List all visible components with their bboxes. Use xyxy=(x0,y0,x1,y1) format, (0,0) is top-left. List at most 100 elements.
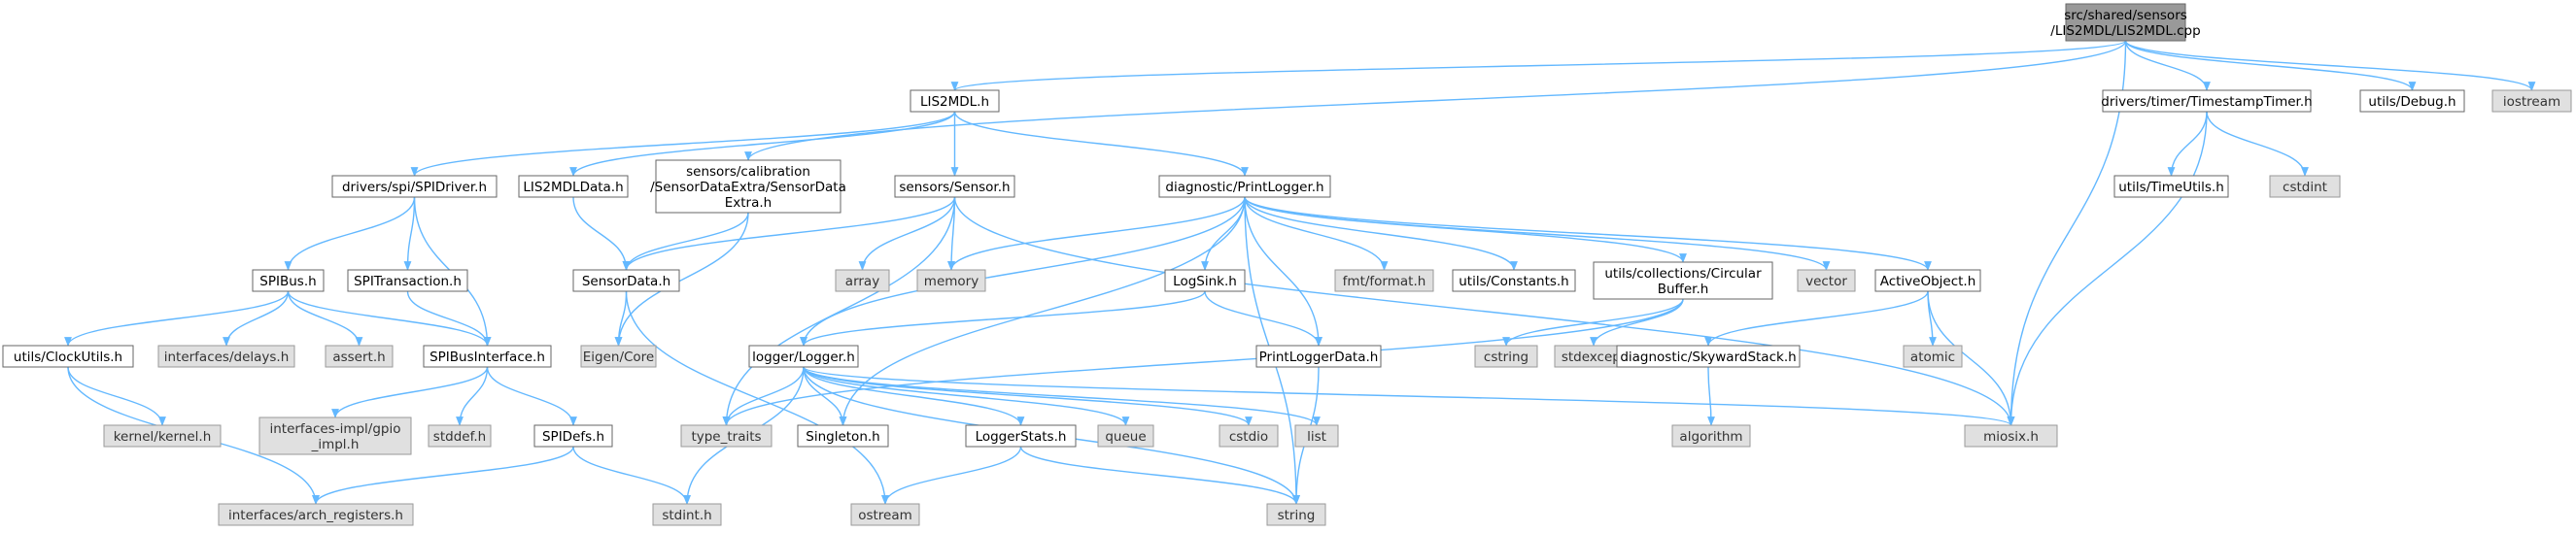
node-label-delays-0: interfaces/delays.h xyxy=(164,350,290,365)
node-list: list xyxy=(1294,424,1339,448)
node-box-circbuf xyxy=(1593,261,1773,300)
node-label-assert-0: assert.h xyxy=(332,350,385,365)
node-timestamp[interactable]: drivers/timer/TimestampTimer.h xyxy=(2101,89,2313,113)
node-sensordata[interactable]: SensorData.h xyxy=(572,269,680,292)
node-lis2mdl_h[interactable]: LIS2MDL.h xyxy=(910,89,1000,113)
node-clockutils[interactable]: utils/ClockUtils.h xyxy=(2,345,134,368)
node-timeutils[interactable]: utils/TimeUtils.h xyxy=(2113,175,2229,198)
node-stdint: stdint.h xyxy=(652,503,722,526)
edge-loggerstats-to-ostream xyxy=(881,446,1022,505)
edge-spibus-to-clockutils xyxy=(64,290,290,347)
edge-spidriver-to-spibus xyxy=(284,196,416,271)
node-spidefs[interactable]: SPIDefs.h xyxy=(533,424,613,448)
node-box-singleton xyxy=(797,424,889,448)
node-box-eigen xyxy=(580,345,657,368)
node-label-lisdata-0: LIS2MDLData.h xyxy=(523,180,623,195)
node-algorithm: algorithm xyxy=(1671,424,1751,448)
node-skyward[interactable]: diagnostic/SkywardStack.h xyxy=(1616,345,1801,368)
node-lisdata[interactable]: LIS2MDLData.h xyxy=(518,175,629,198)
edge-circbuf-to-stdexcept xyxy=(1590,298,1684,347)
node-label-root-0: src/shared/sensors xyxy=(2064,8,2187,23)
edge-printlogger-to-constants xyxy=(1244,196,1518,271)
node-fmt: fmt/format.h xyxy=(1334,269,1434,292)
node-logsink[interactable]: LogSink.h xyxy=(1164,269,1246,292)
node-label-activeobj-0: ActiveObject.h xyxy=(1880,274,1976,289)
node-box-delays xyxy=(157,345,295,368)
node-label-queue-0: queue xyxy=(1105,429,1146,445)
node-box-list xyxy=(1294,424,1339,448)
node-label-circbuf-1: Buffer.h xyxy=(1658,282,1709,297)
node-box-debug xyxy=(2359,89,2465,113)
node-box-string xyxy=(1266,503,1326,526)
edge-root-to-timestamp xyxy=(2124,40,2211,91)
node-spidriver[interactable]: drivers/spi/SPIDriver.h xyxy=(331,175,498,198)
edge-lis2mdl_h-to-printlogger xyxy=(953,111,1249,177)
node-atomic: atomic xyxy=(1903,345,1963,368)
edge-lisdata-to-sensordata xyxy=(572,196,631,271)
node-label-eigen-0: Eigen/Core xyxy=(583,350,655,365)
node-cstdio: cstdio xyxy=(1219,424,1279,448)
edge-circbuf-to-typetraits xyxy=(722,298,1684,426)
node-delays: interfaces/delays.h xyxy=(157,345,295,368)
node-label-kernel-0: kernel/kernel.h xyxy=(114,429,212,445)
node-label-spitrans-0: SPITransaction.h xyxy=(354,274,462,289)
edge-logsink-to-logger xyxy=(800,290,1206,347)
edge-sensor-to-sensordata xyxy=(622,196,956,271)
node-pldata[interactable]: PrintLoggerData.h xyxy=(1255,345,1382,368)
node-label-singleton-0: Singleton.h xyxy=(806,429,879,445)
node-label-cstdint-0: cstdint xyxy=(2283,180,2327,195)
node-box-timestamp xyxy=(2102,89,2312,113)
node-box-cstdio xyxy=(1219,424,1279,448)
node-label-array-0: array xyxy=(845,274,879,289)
edge-logger-to-typetraits xyxy=(722,366,805,426)
node-memory: memory xyxy=(916,269,986,292)
edge-printlogger-to-logsink xyxy=(1201,196,1246,271)
node-label-algorithm-0: algorithm xyxy=(1679,429,1742,445)
node-box-calib xyxy=(655,159,841,214)
node-box-gpioimpl xyxy=(258,416,412,455)
node-constants[interactable]: utils/Constants.h xyxy=(1452,269,1576,292)
edge-root-to-lis2mdl_h xyxy=(951,40,2127,91)
edge-calib-to-eigen xyxy=(614,212,749,347)
node-logger[interactable]: logger/Logger.h xyxy=(748,345,859,368)
node-label-timeutils-0: utils/TimeUtils.h xyxy=(2118,180,2224,195)
node-label-cstdio-0: cstdio xyxy=(1229,429,1268,445)
edge-logger-to-singleton xyxy=(803,366,847,426)
node-printlogger[interactable]: diagnostic/PrintLogger.h xyxy=(1158,175,1331,198)
edge-sensordata-to-ostream xyxy=(625,290,889,505)
node-box-skyward xyxy=(1616,345,1801,368)
edge-spibus-to-spibusif xyxy=(287,290,492,347)
node-label-cstring-0: cstring xyxy=(1484,350,1528,365)
node-spibus[interactable]: SPIBus.h xyxy=(252,269,325,292)
node-spibusif[interactable]: SPIBusInterface.h xyxy=(423,345,552,368)
edge-spitrans-to-spibusif xyxy=(406,290,492,347)
edge-printlogger-to-memory xyxy=(947,196,1246,271)
node-root[interactable]: src/shared/sensors/LIS2MDL/LIS2MDL.cpp xyxy=(2050,3,2201,42)
edge-printlogger-to-logger xyxy=(800,196,1246,347)
node-label-sensor-0: sensors/Sensor.h xyxy=(899,180,1010,195)
node-label-sensordata-0: SensorData.h xyxy=(582,274,670,289)
node-box-vector xyxy=(1797,269,1856,292)
node-loggerstats[interactable]: LoggerStats.h xyxy=(965,424,1077,448)
node-label-circbuf-0: utils/collections/Circular xyxy=(1604,266,1762,282)
node-box-activeobj xyxy=(1874,269,1981,292)
edge-spibus-to-assert xyxy=(287,290,363,347)
node-calib[interactable]: sensors/calibration/SensorDataExtra/Sens… xyxy=(650,159,846,214)
edge-clockutils-to-kernel xyxy=(67,366,166,426)
edge-sensor-to-array xyxy=(858,196,956,271)
node-label-gpioimpl-1: _impl.h xyxy=(311,437,360,452)
node-debug[interactable]: utils/Debug.h xyxy=(2359,89,2465,113)
node-singleton[interactable]: Singleton.h xyxy=(797,424,889,448)
node-activeobj[interactable]: ActiveObject.h xyxy=(1874,269,1981,292)
node-spitrans[interactable]: SPITransaction.h xyxy=(347,269,468,292)
edge-logger-to-cstdio xyxy=(803,366,1253,426)
edge-logger-to-loggerstats xyxy=(803,366,1025,426)
node-box-queue xyxy=(1097,424,1154,448)
node-box-logger xyxy=(748,345,859,368)
node-sensor[interactable]: sensors/Sensor.h xyxy=(894,175,1015,198)
node-vector: vector xyxy=(1797,269,1856,292)
node-box-algorithm xyxy=(1671,424,1751,448)
node-cstdint: cstdint xyxy=(2269,175,2341,198)
